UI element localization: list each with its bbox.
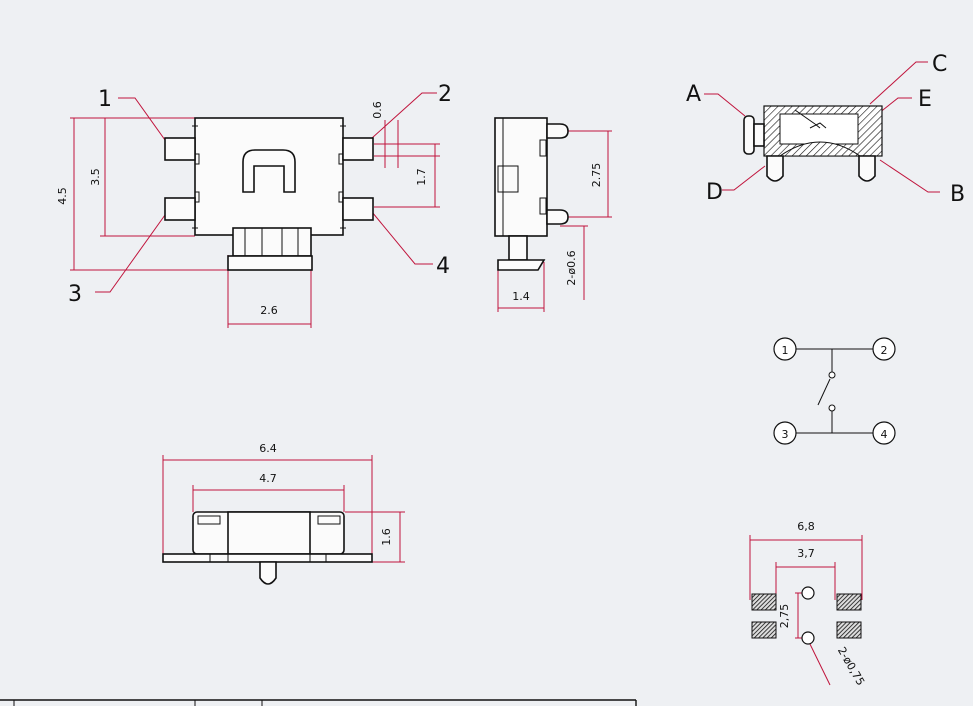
pin-label-4: 4 bbox=[436, 254, 450, 279]
terminal-2: 2 bbox=[881, 344, 888, 357]
dim-1-4: 1.4 bbox=[512, 290, 530, 303]
pin-label-2: 2 bbox=[438, 82, 452, 107]
dim-2-phi-0-75: 2-ø0,75 bbox=[835, 645, 867, 688]
pin-label-1: 1 bbox=[98, 87, 112, 112]
pcb-footprint: 6,8 3,7 2,75 2-ø0,75 bbox=[749, 520, 867, 688]
dim-2-6: 2.6 bbox=[260, 304, 278, 317]
section-label-C: C bbox=[932, 52, 947, 77]
top-view: 1 2 3 4 4.5 3.5 0.6 1.7 2.6 bbox=[56, 82, 452, 328]
terminal-1: 1 bbox=[782, 344, 789, 357]
dim-4-5: 4.5 bbox=[56, 187, 69, 205]
dim-3-7: 3,7 bbox=[797, 547, 815, 560]
dim-0-6: 0.6 bbox=[371, 101, 384, 119]
terminal-3: 3 bbox=[782, 428, 789, 441]
terminal-4: 4 bbox=[881, 428, 888, 441]
dim-3-5: 3.5 bbox=[89, 168, 102, 186]
pin-label-3: 3 bbox=[68, 282, 82, 307]
dim-1-7: 1.7 bbox=[415, 168, 428, 186]
dim-2-75-footprint: 2,75 bbox=[778, 604, 791, 629]
side-view: 2.75 2-ø0.6 1.4 bbox=[494, 117, 612, 312]
switch-schematic: 1 2 3 4 bbox=[773, 337, 896, 445]
section-label-B: B bbox=[950, 182, 965, 207]
section-view: A B C D E bbox=[686, 52, 965, 207]
section-label-D: D bbox=[706, 180, 723, 205]
dim-4-7: 4.7 bbox=[259, 472, 277, 485]
dim-1-6: 1.6 bbox=[380, 528, 393, 546]
title-block bbox=[0, 699, 637, 706]
dim-2-phi-0-6: 2-ø0.6 bbox=[565, 250, 578, 285]
dim-6-8: 6,8 bbox=[797, 520, 815, 533]
dim-2-75: 2.75 bbox=[590, 163, 603, 188]
section-label-A: A bbox=[686, 82, 701, 107]
dim-6-4: 6.4 bbox=[259, 442, 277, 455]
front-view: 6.4 4.7 1.6 bbox=[162, 442, 405, 585]
section-label-E: E bbox=[918, 87, 932, 112]
